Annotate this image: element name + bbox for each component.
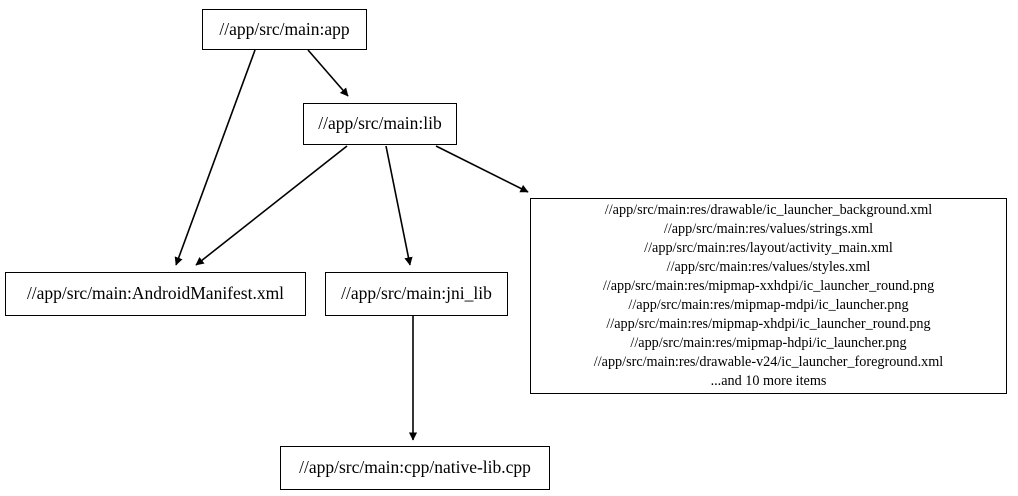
node-jni-lib[interactable]: //app/src/main:jni_lib: [325, 272, 508, 316]
node-native-lib-cpp-label: //app/src/main:cpp/native-lib.cpp: [299, 457, 531, 478]
edge-lib-to-resources: [435, 145, 529, 193]
node-native-lib-cpp[interactable]: //app/src/main:cpp/native-lib.cpp: [280, 446, 550, 490]
node-lib[interactable]: //app/src/main:lib: [303, 103, 457, 145]
edge-app-to-lib: [307, 49, 349, 97]
edge-app-to-manifest: [174, 49, 256, 266]
node-app[interactable]: //app/src/main:app: [202, 9, 367, 50]
node-app-label: //app/src/main:app: [219, 18, 350, 39]
edge-lib-to-jni-lib: [385, 145, 413, 266]
node-lib-label: //app/src/main:lib: [318, 113, 442, 134]
node-resources-group-label: //app/src/main:res/drawable/ic_launcher_…: [593, 202, 944, 389]
node-android-manifest[interactable]: //app/src/main:AndroidManifest.xml: [5, 272, 306, 316]
node-resources-group[interactable]: //app/src/main:res/drawable/ic_launcher_…: [530, 198, 1007, 394]
node-jni-lib-label: //app/src/main:jni_lib: [341, 283, 492, 304]
node-android-manifest-label: //app/src/main:AndroidManifest.xml: [26, 283, 285, 304]
edge-lib-to-manifest: [195, 145, 348, 266]
